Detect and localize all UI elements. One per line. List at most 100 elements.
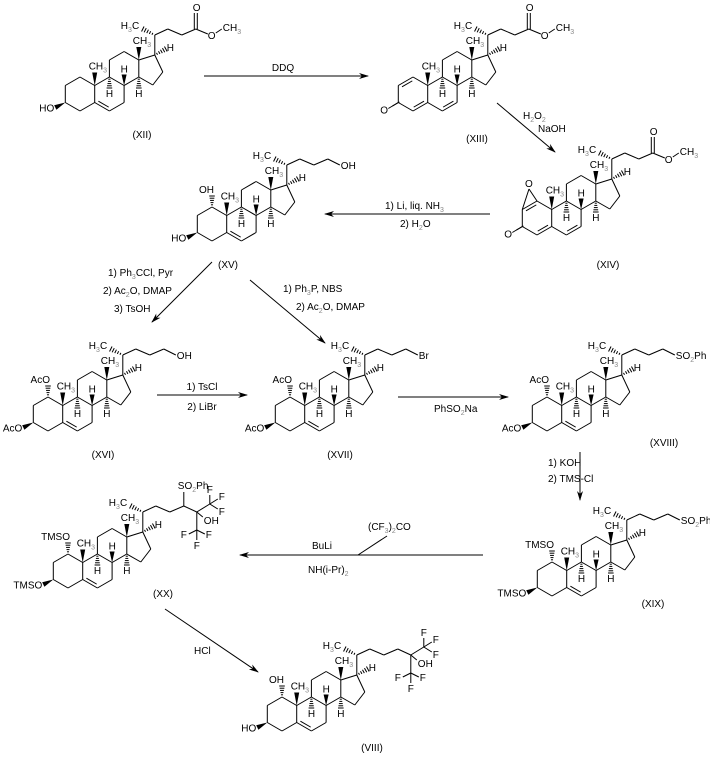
hydroxyl-label: OH (177, 351, 192, 362)
arrow-xii-to-xiii: DDQ (204, 63, 369, 79)
fluorine-label: F (420, 673, 426, 684)
h-9-alpha-label: H (238, 219, 245, 230)
h-9-alpha-label: H (316, 409, 323, 420)
ketone-oxygen-label: O (504, 230, 512, 241)
h-8-beta-label: H (253, 195, 260, 206)
fluorine-label: F (219, 492, 225, 503)
methyl-c21-label: H3C (588, 341, 606, 354)
methyl-c18-label: CH3 (101, 356, 119, 369)
h-14-alpha-label: H (103, 409, 110, 420)
fluorine-label: F (421, 628, 427, 639)
methyl-c19-label: CH3 (291, 682, 309, 695)
c1-substituent-label: TMSO (525, 540, 554, 551)
h-9-alpha-label: H (74, 409, 81, 420)
h-17-label: H (500, 43, 507, 54)
h-9-alpha-label: H (94, 566, 101, 577)
fluorine-label: F (206, 530, 212, 541)
methyl-c18-label: CH3 (121, 513, 139, 526)
methyl-c18-label: CH3 (590, 160, 608, 173)
h-9-alpha-label: H (106, 89, 113, 100)
methyl-c21-label: H3C (121, 21, 139, 34)
h-9-alpha-label: H (573, 409, 580, 420)
carbonyl-oxygen-label: O (526, 3, 534, 14)
ester-methyl-label: CH3 (556, 23, 574, 36)
methyl-c21-label: H3C (89, 341, 107, 354)
arrow-xv-to-xvi: 1) Ph3CCl, Pyr 2) Ac2O, DMAP 3) TsOH (103, 261, 213, 323)
methyl-c19-label: CH3 (89, 62, 107, 75)
c1-substituent-label: OH (269, 675, 284, 686)
arrow-xv-to-xvii: 1) Ph3P, NBS 2) Ac2O, DMAP (249, 279, 365, 344)
h-17-label: H (634, 363, 641, 374)
c3-substituent-label: AcO (3, 424, 23, 435)
phenylsulfonyl-label: SO2Ph (178, 481, 209, 494)
reagent-h2o: 2) H2O (400, 219, 431, 232)
methyl-c21-label: H3C (593, 506, 611, 519)
reagent-phso2na: PhSO2Na (434, 404, 478, 417)
h-8-beta-label: H (323, 685, 330, 696)
h-14-alpha-label: H (135, 89, 142, 100)
h-8-beta-label: H (588, 385, 595, 396)
methyl-c21-label: H3C (454, 21, 472, 34)
reagent-li-nh3: 1) Li, liq. NH3 (385, 201, 444, 214)
reagent-ph3p-nbs: 1) Ph3P, NBS (283, 284, 343, 297)
h-8-beta-label: H (89, 385, 96, 396)
fluorine-label: F (408, 684, 414, 695)
reagent-koh: 1) KOH (548, 458, 581, 469)
h-8-beta-label: H (121, 65, 128, 76)
c1-substituent-label: TMSO (41, 532, 70, 543)
ester-oxygen-label: O (665, 155, 673, 166)
reagent-libr: 2) LiBr (187, 402, 217, 413)
methyl-c19-label: CH3 (561, 547, 579, 560)
h-8-beta-label: H (109, 542, 116, 553)
methyl-c19-label: CH3 (221, 192, 239, 205)
phenylsulfonyl-label: SO2Ph (676, 351, 707, 364)
arrow-xvii-to-xviii: PhSO2Na (398, 394, 509, 417)
arrow-xx-to-viii: HCl (164, 608, 259, 673)
reagent-tscl: 1) TsCl (187, 382, 218, 393)
methyl-c19-label: CH3 (57, 382, 75, 395)
carbonyl-oxygen-label: O (193, 3, 201, 14)
fluorine-label: F (207, 485, 213, 496)
c1-substituent-label: OH (199, 185, 214, 196)
c3-substituent-label: TMSO (13, 581, 42, 592)
h-9-alpha-label: H (308, 709, 315, 720)
arrow-xvi-to-xvii: 1) TsCl 2) LiBr (157, 382, 248, 413)
h-17-label: H (135, 363, 142, 374)
h-8-beta-label: H (578, 189, 585, 200)
fluorine-label: F (219, 507, 225, 518)
c3-substituent-label: HO (241, 724, 256, 735)
compound-label-xiii: (XIII) (466, 134, 488, 145)
arrow-xiv-to-xv: 1) Li, liq. NH3 2) H2O (324, 201, 490, 232)
compound-label-xv: (XV) (218, 260, 238, 271)
compound-label-xvii: (XVII) (327, 450, 353, 461)
reagent-ph3ccl: 1) Ph3CCl, Pyr (108, 268, 174, 281)
methyl-c19-label: CH3 (556, 382, 574, 395)
methyl-c21-label: H3C (323, 641, 341, 654)
h-9-alpha-label: H (563, 213, 570, 224)
h-14-alpha-label: H (607, 574, 614, 585)
ester-oxygen-label: O (208, 31, 216, 42)
h-14-alpha-label: H (123, 566, 130, 577)
c3-substituent-label: TMSO (497, 589, 526, 600)
c1-substituent-label: AcO (273, 375, 293, 386)
reagent-hcl: HCl (194, 646, 211, 657)
fluorine-label: F (194, 541, 200, 552)
bromide-label: Br (419, 351, 430, 362)
methyl-c19-label: CH3 (546, 186, 564, 199)
methyl-c18-label: CH3 (605, 521, 623, 534)
methyl-c21-label: H3C (578, 145, 596, 158)
methyl-c19-label: CH3 (299, 382, 317, 395)
h-17-label: H (369, 663, 376, 674)
ester-methyl-label: CH3 (680, 147, 698, 160)
h-8-beta-label: H (454, 65, 461, 76)
methyl-c21-label: H3C (109, 498, 127, 511)
c1-substituent-label: AcO (530, 375, 550, 386)
